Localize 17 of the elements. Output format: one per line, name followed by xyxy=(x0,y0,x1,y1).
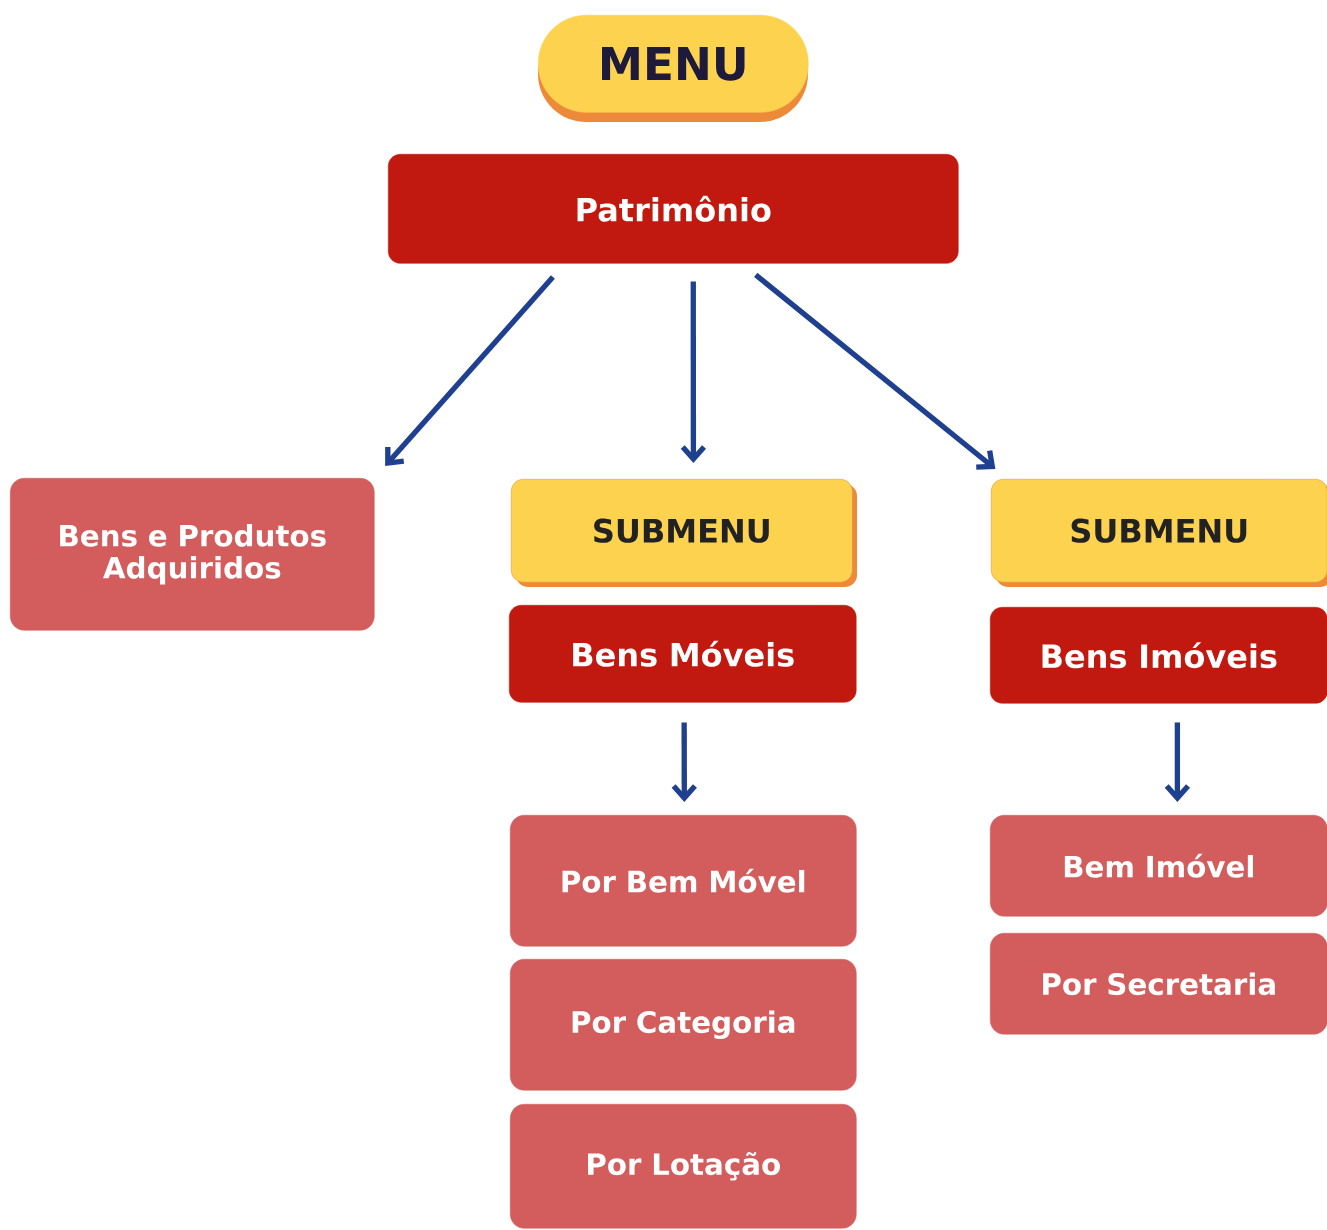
menu-box: Bens Imóveis xyxy=(990,607,1327,704)
submenu-box: SUBMENU xyxy=(511,479,857,587)
arrow xyxy=(680,281,707,463)
menu-button: MENU xyxy=(538,15,809,122)
option-box: Por Categoria xyxy=(510,959,857,1091)
option-box: Por Lotação xyxy=(510,1104,857,1229)
arrow xyxy=(671,722,697,802)
arrow xyxy=(1164,722,1191,802)
option-box: Por Secretaria xyxy=(990,933,1327,1035)
menu-box: Bens Móveis xyxy=(509,605,857,703)
menu-box: Patrimônio xyxy=(388,154,959,264)
submenu-box: SUBMENU xyxy=(991,479,1327,587)
option-box: Por Bem Móvel xyxy=(510,815,857,947)
arrow xyxy=(385,275,555,467)
arrow xyxy=(754,272,996,470)
option-box: Bem Imóvel xyxy=(990,815,1327,917)
option-box: Bens e Produtos Adquiridos xyxy=(10,478,375,631)
